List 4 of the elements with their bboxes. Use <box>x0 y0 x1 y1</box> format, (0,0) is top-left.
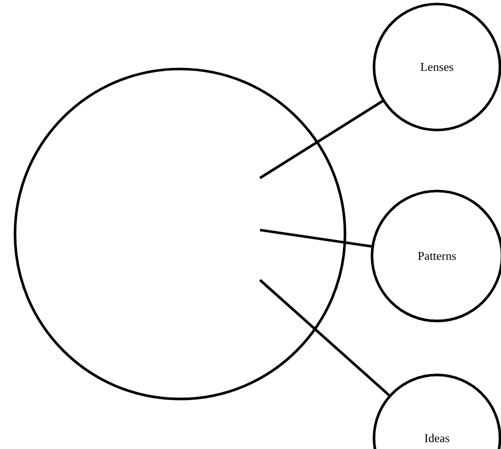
connector-line <box>259 100 384 180</box>
connector-line <box>259 279 390 396</box>
connector-line <box>260 228 372 248</box>
circle <box>14 68 346 400</box>
